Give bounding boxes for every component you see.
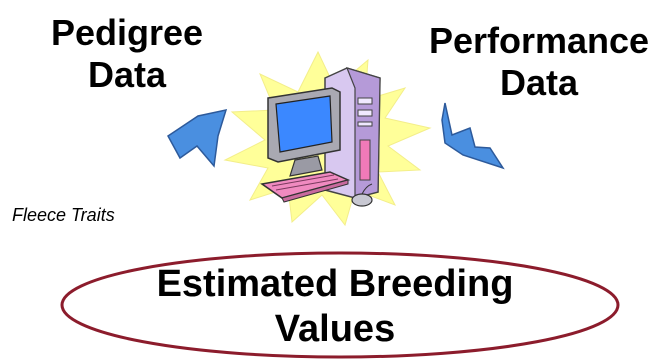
performance-data-label: Performance Data xyxy=(408,20,670,105)
arrow-down-right-icon xyxy=(167,108,228,168)
pedigree-data-label: Pedigree Data xyxy=(22,12,232,97)
output-ellipse xyxy=(60,251,620,359)
performance-line-2: Data xyxy=(499,62,579,104)
output-line-2: Values xyxy=(274,307,396,350)
performance-line-1: Performance xyxy=(428,20,650,61)
pedigree-line-1: Pedigree xyxy=(50,12,204,53)
estimated-breeding-values-label: Estimated Breeding Values xyxy=(100,262,570,352)
computer-icon xyxy=(260,67,381,207)
pedigree-line-2: Data xyxy=(87,54,167,96)
arrow-down-left-icon xyxy=(441,102,505,170)
fleece-traits-caption: Fleece Traits xyxy=(12,205,115,225)
output-line-1: Estimated Breeding xyxy=(156,263,514,305)
